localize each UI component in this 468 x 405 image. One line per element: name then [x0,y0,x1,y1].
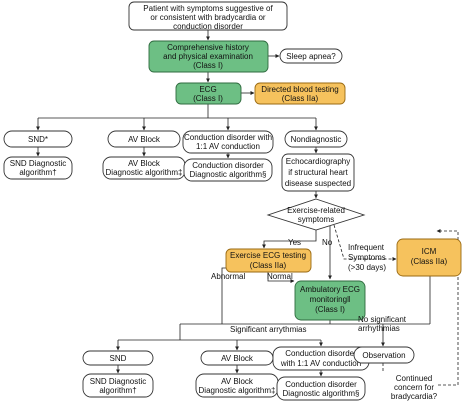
node-cond-algo-1: Conduction disorder Diagnostic algorithm… [183,158,273,182]
flow-nodes: Patient with symptoms suggestive of or c… [3,1,462,401]
node-snd-algo-1-line-1: SND Diagnostic [10,159,66,168]
label-infrequent-2: Symptoms [348,253,386,262]
node-nondiagnostic-line-1: Nondiagnostic [291,135,342,144]
node-exercise-question: Exercise-related symptoms [266,198,366,231]
arrow-normal-ambulatory [267,272,295,283]
node-exercise-ecg-line-1: Exercise ECG testing [230,251,306,260]
label-infrequent-1: Infrequent [348,243,385,252]
node-snd-2: SND [82,350,154,366]
arrow-continued-icm [436,229,459,386]
node-icm: ICM (Class IIa) [396,238,462,277]
label-significant: Significant arrythmias [230,325,306,334]
label-continued-1: Continued [396,374,432,383]
node-av-algo-2: AV Block Diagnostic algorithm‡ [195,373,279,398]
node-sleep-apnea-line-1: Sleep apnea? [286,52,336,61]
node-echo-line-1: Echocardiography [286,157,350,166]
node-ambulatory-ecg: Ambulatory ECG monitoring‖ (Class I) [294,280,366,321]
flow-connectors [36,30,459,386]
node-sleep-apnea: Sleep apnea? [279,48,343,64]
node-av-algo-2-line-2: Diagnostic algorithm‡ [199,386,276,395]
node-conduction-1-line-2: 1:1 AV conduction [196,142,260,151]
node-patient-line-2: or consistent with bradycardia or [150,13,266,22]
node-history-line-1: Comprehensive history [167,43,249,52]
node-history: Comprehensive history and physical exami… [148,40,269,73]
node-ambulatory-ecg-line-2: monitoring‖ [310,295,351,304]
node-avblock-2: AV Block [200,350,274,366]
arrow-infrequent-icm [333,224,397,261]
node-cond-algo-1-line-1: Conduction disorder [192,161,264,170]
node-av-algo-1-line-2: Diagnostic algorithm‡ [106,168,183,177]
node-observation-line-1: Observation [362,351,405,360]
node-ecg-line-2: (Class I) [193,94,223,103]
label-infrequent-3: (>30 days) [348,263,386,272]
node-snd-algo-2-line-2: algorithm† [99,386,136,395]
node-ambulatory-ecg-line-3: (Class I) [315,305,345,314]
label-normal: Normal [267,272,293,281]
node-blood-testing-line-1: Directed blood testing [261,85,338,94]
node-cond-algo-2: Conduction disorder Diagnostic algorithm… [276,376,366,401]
node-observation: Observation [353,346,415,364]
node-snd-2-line-1: SND [110,354,127,363]
node-ecg-line-1: ECG [199,85,216,94]
node-echo: Echocardiography if structural heart dis… [281,153,355,192]
node-ambulatory-ecg-line-1: Ambulatory ECG [300,285,360,294]
node-nondiagnostic: Nondiagnostic [284,130,348,148]
node-conduction-1: Conduction disorder with 1:1 AV conducti… [182,130,274,154]
node-snd-1: SND* [3,130,73,148]
node-cond-algo-1-line-2: Diagnostic algorithm§ [190,170,267,179]
label-continued-3: bradycardia? [391,392,438,401]
node-ecg: ECG (Class I) [175,82,242,105]
node-patient-line-3: conduction disorder [173,22,243,31]
label-abnormal: Abnormal [211,272,245,281]
label-no-significant-1: No significant [358,315,407,324]
node-exercise-question-line-1: Exercise-related [287,206,345,215]
node-conduction-2-line-2: with 1:1 AV conduction [280,359,361,368]
edge-labels: Yes No Infrequent Symptoms (>30 days) Ab… [211,238,438,401]
node-blood-testing: Directed blood testing (Class IIa) [254,82,346,105]
node-echo-line-2: if structural heart [288,168,348,177]
node-cond-algo-2-line-1: Conduction disorder [285,380,357,389]
node-conduction-2: Conduction disorder with 1:1 AV conducti… [272,346,370,371]
node-av-algo-1: AV Block Diagnostic algorithm‡ [102,156,186,180]
node-snd-1-line-1: SND* [28,135,48,144]
arrow-yes-exercise [262,230,317,249]
label-no: No [322,238,333,247]
node-avblock-1: AV Block [107,130,181,148]
label-yes: Yes [288,238,301,247]
node-av-algo-1-line-1: AV Block [128,159,161,168]
label-no-significant-2: arrhythmias [358,324,400,333]
node-exercise-question-line-2: symptoms [298,215,334,224]
node-icm-line-2: (Class IIa) [411,257,448,266]
node-conduction-1-line-1: Conduction disorder with [184,133,272,142]
node-avblock-2-line-1: AV Block [221,354,254,363]
node-exercise-ecg-line-2: (Class IIa) [250,261,287,270]
node-cond-algo-2-line-2: Diagnostic algorithm§ [283,389,360,398]
node-echo-line-3: disease suspected [285,179,351,188]
node-avblock-1-line-1: AV Block [128,135,161,144]
node-snd-algo-2-line-1: SND Diagnostic [90,377,146,386]
node-history-line-3: (Class I) [193,61,223,70]
node-blood-testing-line-2: (Class IIa) [282,94,319,103]
node-snd-algo-1: SND Diagnostic algorithm† [3,156,73,180]
node-patient: Patient with symptoms suggestive of or c… [128,1,288,31]
node-exercise-ecg: Exercise ECG testing (Class IIa) [225,248,312,273]
node-history-line-2: and physical examination [163,52,253,61]
node-snd-algo-1-line-2: algorithm† [19,168,56,177]
label-continued-2: concern for [394,383,434,392]
node-icm-line-1: ICM [422,247,437,256]
node-av-algo-2-line-1: AV Block [221,377,254,386]
node-snd-algo-2: SND Diagnostic algorithm† [82,373,154,398]
node-conduction-2-line-1: Conduction disorder [285,349,357,358]
node-patient-line-1: Patient with symptoms suggestive of [143,4,273,13]
